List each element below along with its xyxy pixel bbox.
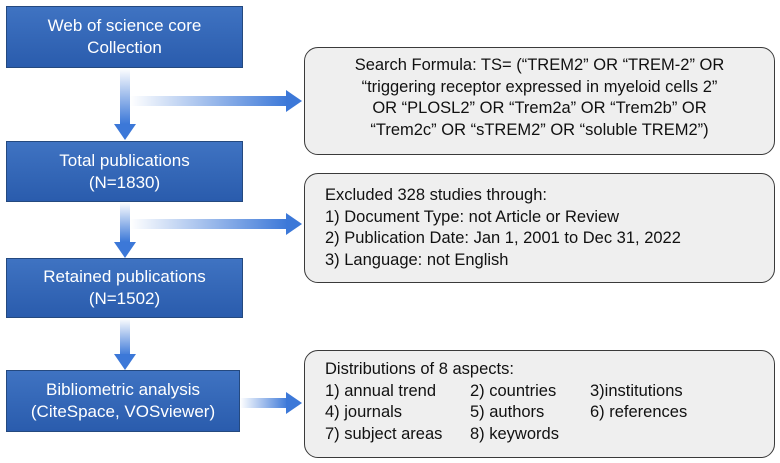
- exclusion-item-2: 2) Publication Date: Jan 1, 2001 to Dec …: [325, 229, 681, 247]
- aspect-item: 5) authors: [470, 403, 545, 421]
- distributions-title: Distributions of 8 aspects:: [325, 360, 514, 378]
- search-formula-note: Search Formula: TS= (“TREM2” OR “TREM-2”…: [304, 47, 775, 155]
- step-web-of-science: Web of science core Collection: [6, 6, 243, 68]
- exclusion-item-3: 3) Language: not English: [325, 250, 509, 269]
- step-3-line-2: (N=1502): [88, 289, 161, 308]
- aspect-item: 2) countries: [470, 381, 557, 400]
- right-arrow-search: [130, 90, 302, 112]
- search-line-1: Search Formula: TS= (“TREM2” OR “TREM-2”…: [354, 56, 725, 74]
- down-arrow-2: [114, 202, 136, 258]
- step-total-publications: Total publications (N=1830): [6, 141, 243, 202]
- down-arrow-1: [114, 68, 136, 140]
- step-4-line-1: Bibliometric analysis: [46, 380, 200, 399]
- search-line-2: “triggering receptor expressed in myeloi…: [361, 77, 718, 96]
- exclusion-title: Excluded 328 studies through:: [325, 186, 547, 204]
- aspect-item: 3)institutions: [590, 381, 683, 400]
- aspect-item: 6) references: [590, 403, 688, 421]
- distributions-note: Distributions of 8 aspects: 1) annual tr…: [304, 350, 775, 458]
- aspect-item: 4) journals: [325, 403, 403, 421]
- step-2-line-1: Total publications: [59, 150, 190, 170]
- step-3-line-1: Retained publications: [43, 267, 206, 286]
- step-retained-publications: Retained publications (N=1502): [6, 258, 243, 318]
- step-1-line-2: Collection: [87, 38, 162, 57]
- step-bibliometric-analysis: Bibliometric analysis (CiteSpace, VOSvie…: [6, 370, 240, 432]
- search-line-4: “Trem2c” OR “sTREM2” OR “soluble TREM2”): [370, 120, 709, 139]
- exclusion-item-1: 1) Document Type: not Article or Review: [325, 207, 620, 226]
- aspect-item: 8) keywords: [470, 424, 559, 443]
- right-arrow-exclusion: [130, 213, 302, 235]
- aspect-item: 7) subject areas: [325, 424, 443, 443]
- right-arrow-distributions: [240, 392, 302, 414]
- aspects-grid: 1) annual trend 2) countries 3)instituti…: [325, 381, 774, 446]
- step-4-line-2: (CiteSpace, VOSviewer): [30, 402, 216, 421]
- exclusion-note: Excluded 328 studies through: 1) Documen…: [304, 173, 775, 283]
- search-line-3: OR “PLOSL2” OR “Trem2a” OR “Trem2b” OR: [372, 99, 707, 117]
- aspect-item: 1) annual trend: [325, 381, 436, 400]
- step-1-line-1: Web of science core: [47, 16, 202, 35]
- down-arrow-3: [114, 318, 136, 370]
- step-2-line-2: (N=1830): [88, 172, 161, 192]
